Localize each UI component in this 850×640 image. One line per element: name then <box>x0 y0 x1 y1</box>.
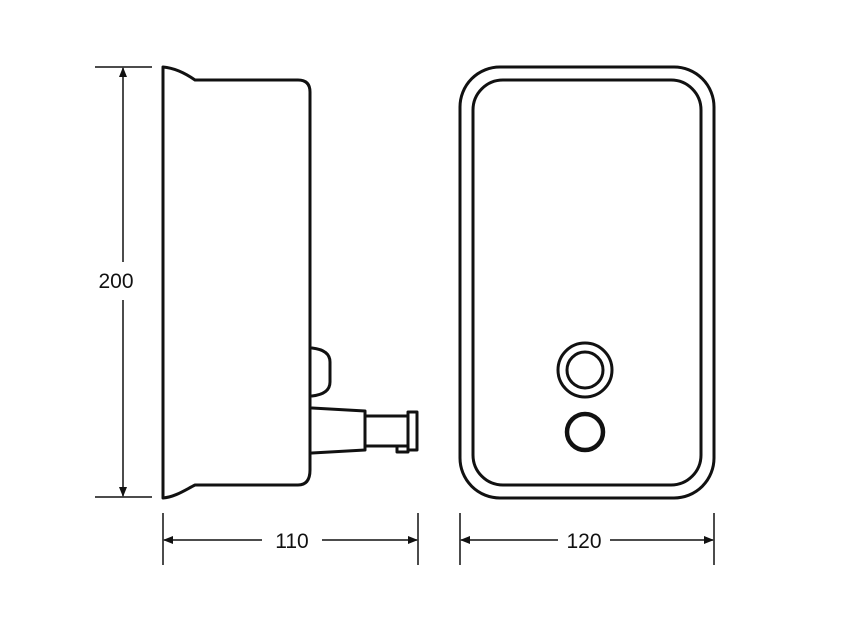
width-dimension: 120 <box>459 513 715 565</box>
front-outer-frame <box>458 65 716 500</box>
front-inner-panel <box>471 78 703 487</box>
depth-dimension: 110 <box>162 513 419 565</box>
nozzle-tip <box>363 414 410 448</box>
side-view <box>161 65 419 500</box>
front-view <box>458 65 716 500</box>
nozzle-body <box>310 406 367 455</box>
push-button-outer-ring <box>556 341 614 399</box>
nozzle-tab <box>395 444 410 454</box>
width-label: 120 <box>566 530 601 553</box>
height-label: 200 <box>98 270 133 293</box>
push-button-inner-ring <box>565 350 605 390</box>
push-button-side <box>310 346 332 398</box>
side-body-outline <box>161 65 312 500</box>
refill-window <box>564 411 606 453</box>
nozzle-cap <box>406 410 419 452</box>
depth-label: 110 <box>275 530 308 553</box>
height-dimension: 200 <box>95 66 152 498</box>
